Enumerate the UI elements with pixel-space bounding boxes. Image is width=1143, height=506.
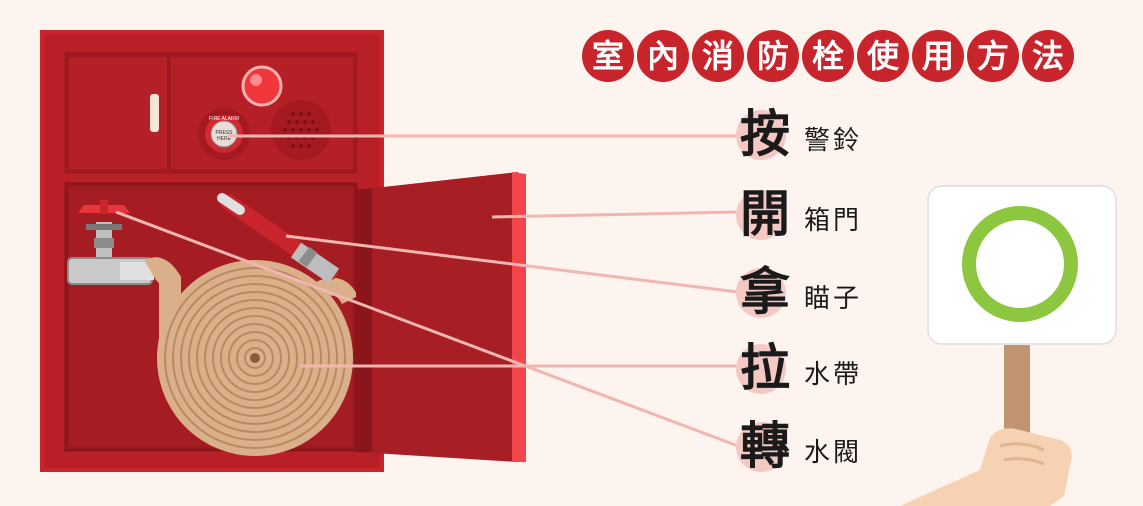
step-take-nozzle: 拿 瞄子	[736, 262, 862, 322]
cabinet-door[interactable]	[356, 172, 526, 462]
hand-icon	[900, 428, 1072, 506]
step-object: 水閥	[804, 438, 863, 468]
hydrant-cabinet: FIRE ALARM PRESS HERE	[40, 30, 384, 472]
step-turn-valve: 轉 水閥	[736, 416, 862, 476]
step-verb: 轉	[740, 417, 790, 475]
step-object: 瞄子	[804, 284, 863, 314]
title-char: 消	[692, 30, 744, 82]
step-press-alarm: 按 警鈴	[736, 104, 862, 164]
hose-nozzle[interactable]	[217, 193, 340, 284]
step-bubble	[736, 268, 786, 318]
title-char: 方	[967, 30, 1019, 82]
approval-sign	[900, 185, 1117, 506]
step-bubble	[736, 344, 786, 394]
step-bubble	[736, 422, 786, 472]
step-bubble	[736, 190, 786, 240]
step-verb: 拉	[740, 339, 790, 397]
step-verb: 拿	[740, 263, 790, 321]
fire-alarm-button[interactable]: FIRE ALARM PRESS HERE	[198, 108, 250, 160]
cabinet-handle	[150, 94, 159, 132]
alarm-here-label: HERE	[217, 136, 232, 142]
step-bubble	[736, 110, 786, 160]
correct-circle-icon	[962, 206, 1078, 322]
pointer-lines	[115, 134, 739, 448]
title-char: 室	[582, 30, 634, 82]
title-char: 法	[1022, 30, 1074, 82]
title-char: 內	[637, 30, 689, 82]
alarm-top-label: FIRE ALARM	[209, 116, 239, 122]
speaker-grille	[271, 100, 331, 160]
step-pull-hose: 拉 水帶	[736, 338, 862, 398]
fire-hose-coil[interactable]	[144, 257, 359, 456]
indicator-light	[241, 65, 283, 107]
title-char: 栓	[802, 30, 854, 82]
step-object: 水帶	[804, 360, 863, 390]
page-title: 室 內 消 防 栓 使 用 方 法	[582, 30, 1074, 82]
alarm-press-label: PRESS	[216, 130, 234, 136]
title-char: 使	[857, 30, 909, 82]
step-verb: 開	[740, 185, 790, 243]
step-verb: 按	[740, 105, 790, 163]
title-char: 防	[747, 30, 799, 82]
step-object: 箱門	[804, 206, 863, 236]
step-open-door: 開 箱門	[736, 184, 862, 244]
title-char: 用	[912, 30, 964, 82]
step-object: 警鈴	[804, 126, 863, 156]
